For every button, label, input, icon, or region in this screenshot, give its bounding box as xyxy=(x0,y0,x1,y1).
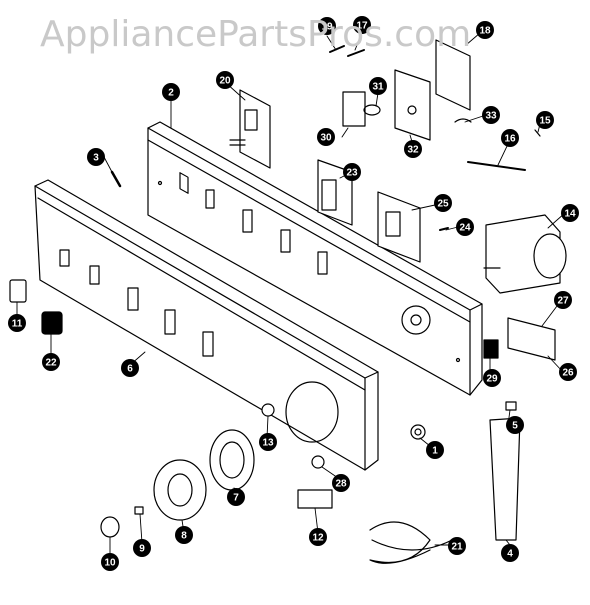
callout-label: 30 xyxy=(320,133,332,144)
callout-label: 26 xyxy=(562,368,574,379)
front-console-panel xyxy=(34,179,379,471)
callout-28: 28 xyxy=(332,474,350,492)
callout-label: 17 xyxy=(356,21,368,32)
callout-label: 27 xyxy=(557,296,569,307)
callout-label: 10 xyxy=(104,558,116,569)
callout-label: 19 xyxy=(321,22,333,33)
callout-label: 8 xyxy=(181,531,187,542)
callout-label: 4 xyxy=(507,549,513,560)
switch-bracket xyxy=(377,191,421,263)
callout-5: 5 xyxy=(506,416,524,434)
callout-label: 29 xyxy=(486,374,498,385)
callout-13: 13 xyxy=(259,433,277,451)
callout-label: 14 xyxy=(564,209,576,220)
callout-22: 22 xyxy=(42,353,60,371)
callout-14: 14 xyxy=(561,204,579,222)
callout-label: 22 xyxy=(45,358,57,369)
callout-label: 3 xyxy=(93,153,99,164)
callout-label: 24 xyxy=(459,223,471,234)
callout-19: 19 xyxy=(318,17,336,35)
callout-label: 15 xyxy=(539,116,551,127)
callout-29: 29 xyxy=(483,369,501,387)
callout-9: 9 xyxy=(133,539,151,557)
callout-15: 15 xyxy=(536,111,554,129)
timer-motor xyxy=(483,214,567,294)
callout-26: 26 xyxy=(559,363,577,381)
callout-label: 16 xyxy=(504,134,516,145)
callout-27: 27 xyxy=(554,291,572,309)
callout-23: 23 xyxy=(343,163,361,181)
callout-18: 18 xyxy=(476,21,494,39)
callout-label: 9 xyxy=(139,544,145,555)
callout-30: 30 xyxy=(317,128,335,146)
pressure-switch-assembly xyxy=(394,39,471,141)
small-parts xyxy=(9,45,556,564)
callout-25: 25 xyxy=(434,194,452,212)
callout-label: 12 xyxy=(312,533,324,544)
callout-label: 6 xyxy=(127,364,133,375)
callout-20: 20 xyxy=(216,71,234,89)
callout-label: 21 xyxy=(451,542,463,553)
callout-label: 2 xyxy=(168,88,174,99)
callout-label: 32 xyxy=(407,145,419,156)
callout-12: 12 xyxy=(309,528,327,546)
callout-16: 16 xyxy=(501,129,519,147)
callout-label: 28 xyxy=(335,479,347,490)
callout-33: 33 xyxy=(482,106,500,124)
callout-3: 3 xyxy=(87,148,105,166)
callout-label: 18 xyxy=(479,26,491,37)
callout-10: 10 xyxy=(101,553,119,571)
callout-21: 21 xyxy=(448,537,466,555)
callout-label: 13 xyxy=(262,438,274,449)
callout-label: 23 xyxy=(346,168,358,179)
callout-6: 6 xyxy=(121,359,139,377)
callout-17: 17 xyxy=(353,16,371,34)
callout-32: 32 xyxy=(404,140,422,158)
callout-31: 31 xyxy=(369,77,387,95)
callout-7: 7 xyxy=(227,488,245,506)
callout-11: 11 xyxy=(8,314,26,332)
callout-label: 7 xyxy=(233,493,239,504)
callout-4: 4 xyxy=(501,544,519,562)
callout-label: 33 xyxy=(485,111,497,122)
callout-label: 31 xyxy=(372,82,384,93)
callout-2: 2 xyxy=(162,83,180,101)
timer-bracket xyxy=(229,89,271,169)
callout-label: 11 xyxy=(12,319,23,330)
callout-label: 5 xyxy=(512,421,518,432)
callout-label: 1 xyxy=(432,446,438,457)
callout-1: 1 xyxy=(426,441,444,459)
callout-8: 8 xyxy=(175,526,193,544)
callout-label: 25 xyxy=(437,199,449,210)
callout-label: 20 xyxy=(219,76,231,87)
callout-24: 24 xyxy=(456,218,474,236)
